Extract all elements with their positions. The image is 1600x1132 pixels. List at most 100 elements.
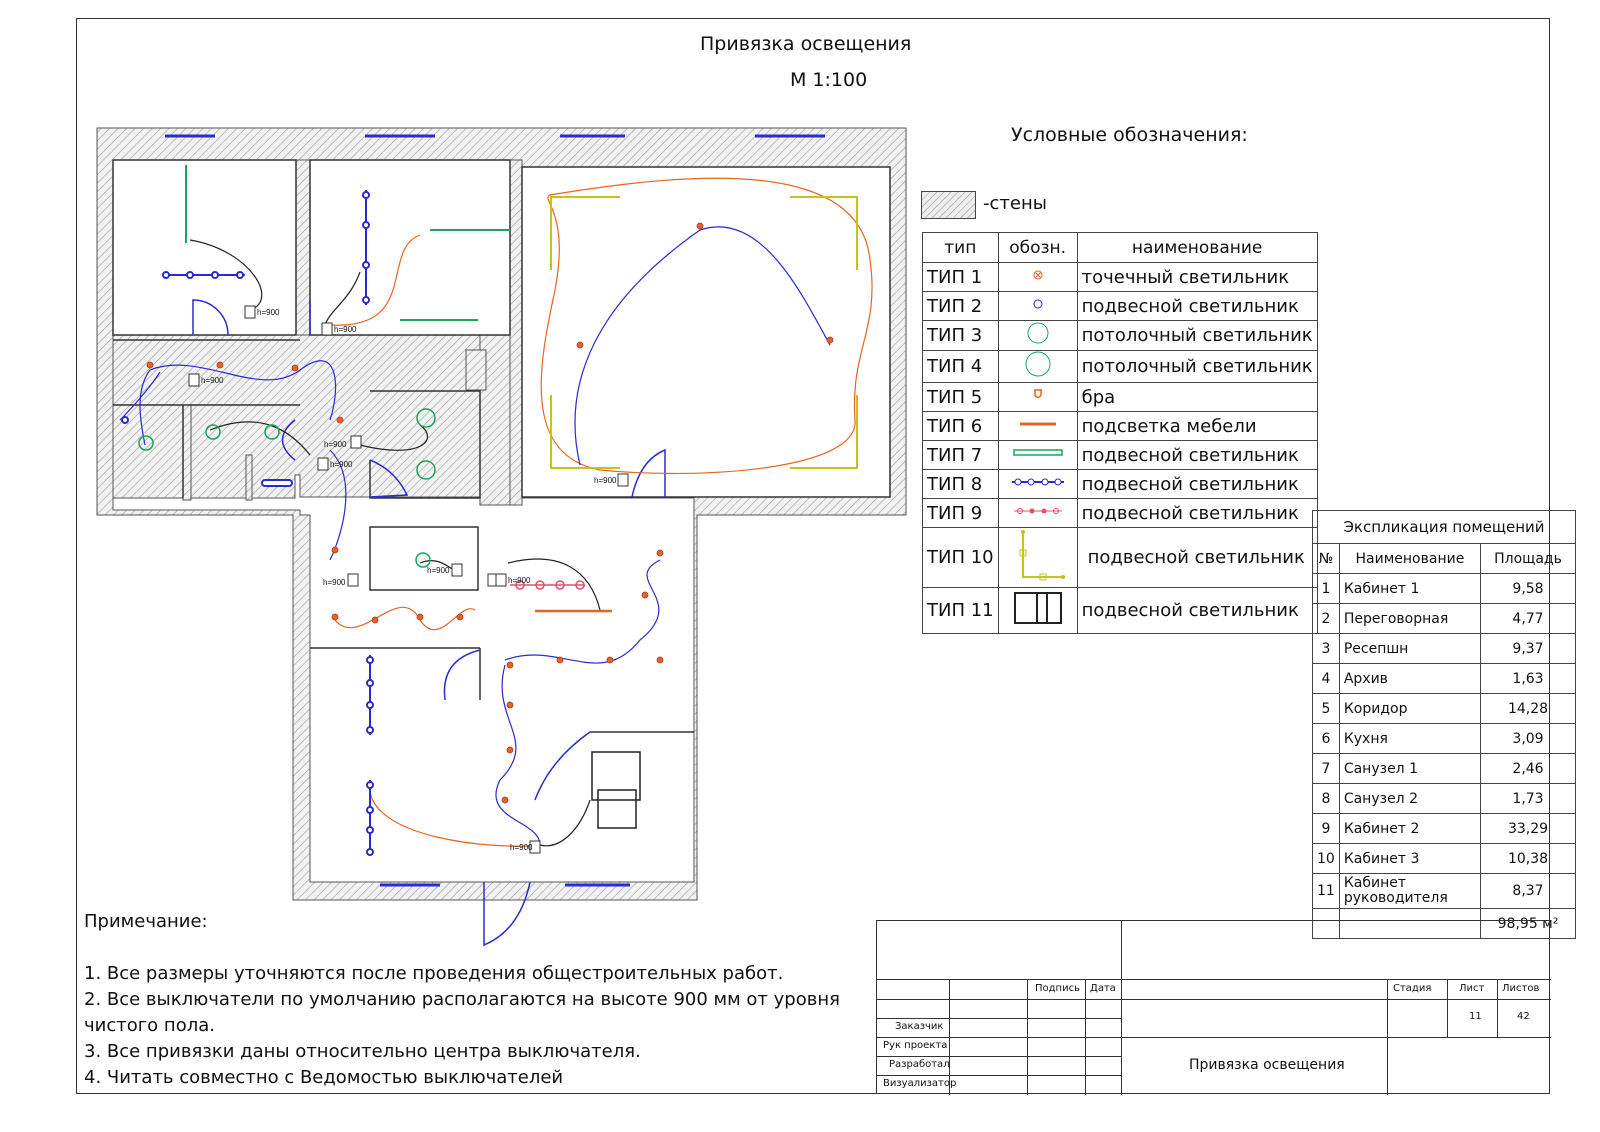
sconce-icon [1033, 388, 1042, 398]
legend-type: ТИП 7 [922, 440, 999, 470]
stamp-role-developer: Разработал [889, 1059, 950, 1070]
room-number: 3 [1312, 633, 1340, 664]
green-ceiling-lights [138, 408, 436, 568]
room-number: 8 [1312, 783, 1340, 814]
room-name: Кабинет 3 [1338, 843, 1482, 874]
legend-row: ТИП 2 подвесной светильник [922, 291, 1318, 321]
legend-type: ТИП 5 [922, 382, 999, 412]
legend-type: ТИП 3 [922, 320, 999, 351]
legend-type: ТИП 6 [922, 411, 999, 441]
legend-col-type: тип [922, 232, 999, 263]
room-number: 10 [1312, 843, 1340, 874]
note-item: 2. Все выключатели по умолчанию располаг… [84, 989, 840, 1036]
room-area: 8,37 [1480, 873, 1576, 909]
legend-name: подвесной светильник [1076, 469, 1318, 499]
explication-table: Экспликация помещений № Наименование Пло… [1312, 510, 1576, 939]
room-number: 5 [1312, 693, 1340, 724]
legend-name: подвесной светильник [1076, 291, 1318, 321]
room-name: Кабинет руководителя [1338, 873, 1482, 909]
stamp-listov-value: 42 [1517, 1011, 1530, 1022]
box-light-icon [1013, 592, 1062, 624]
legend-name: подвесной светильник [1076, 498, 1318, 528]
room-area: 9,37 [1480, 633, 1576, 664]
room-name: Кухня [1338, 723, 1482, 754]
legend-name: подвесной светильник [1076, 440, 1318, 470]
switches [188, 305, 629, 854]
legend-name: подвесной светильник [1076, 527, 1318, 588]
legend-name: бра [1076, 382, 1318, 412]
room-name: Кабинет 1 [1338, 573, 1482, 604]
legend-name: точечный светильник [1076, 262, 1318, 292]
interior-walls [112, 159, 891, 733]
legend-type: ТИП 2 [922, 291, 999, 321]
room-number: 1 [1312, 573, 1340, 604]
blue-linear-lights [121, 190, 374, 856]
ceiling-light-large-icon [1025, 351, 1051, 377]
room-number: 4 [1312, 663, 1340, 694]
legend-type: ТИП 1 [922, 262, 999, 292]
drawing-scale: М 1:100 [790, 69, 868, 91]
legend-title: Условные обозначения: [1011, 124, 1248, 146]
legend-row: ТИП 10 подвесной светильник [922, 527, 1318, 588]
switch-label: h=900 [323, 578, 346, 587]
linear-blue-light-icon [1011, 478, 1064, 485]
legend-type: ТИП 9 [922, 498, 999, 528]
room-area: 1,73 [1480, 783, 1576, 814]
legend-row: ТИП 5 бра [922, 382, 1318, 412]
legend-row: ТИП 8 подвесной светильник [922, 469, 1318, 499]
switch-label: h=900 [334, 325, 357, 334]
stamp-stadiya: Стадия [1393, 983, 1432, 994]
drawing-title: Привязка освещения [700, 33, 912, 55]
note-item: 1. Все размеры уточняются после проведен… [84, 963, 784, 984]
stamp-data: Дата [1090, 983, 1116, 994]
legend-name: потолочный светильник [1076, 350, 1318, 383]
switch-label: h=900 [330, 460, 353, 469]
walls-label: -стены [983, 193, 1047, 214]
walls-swatch [921, 191, 976, 219]
switch-label: h=900 [594, 476, 617, 485]
room-area: 3,09 [1480, 723, 1576, 754]
explication-col-area: Площадь [1480, 543, 1576, 574]
room-number: 2 [1312, 603, 1340, 634]
legend-type: ТИП 11 [922, 587, 999, 634]
room-area: 4,77 [1480, 603, 1576, 634]
title-block: Подпись Дата Стадия Лист Листов 11 42 За… [876, 920, 1551, 1095]
switch-label: h=900 [257, 308, 280, 317]
room-number: 6 [1312, 723, 1340, 754]
legend-type: ТИП 10 [922, 527, 999, 588]
note-item: 4. Читать совместно с Ведомостью выключа… [84, 1067, 564, 1088]
room-area: 33,29 [1480, 813, 1576, 844]
room-name: Переговорная [1338, 603, 1482, 634]
legend-row: ТИП 1 точечный светильник [922, 262, 1318, 292]
note-item: 3. Все привязки даны относительно центра… [84, 1041, 641, 1062]
legend-type: ТИП 8 [922, 469, 999, 499]
orange-spot-lights [146, 222, 834, 804]
windows [165, 134, 825, 887]
room-name: Санузел 1 [1338, 753, 1482, 784]
total-area: 98,95 м² [1480, 908, 1576, 939]
explication-col-name: Наименование [1338, 543, 1482, 574]
room-name: Ресепшн [1338, 633, 1482, 664]
legend-col-symbol: обозн. [997, 232, 1078, 263]
room-name: Архив [1338, 663, 1482, 694]
switch-label: h=900 [324, 440, 347, 449]
switch-label: h=900 [427, 566, 450, 575]
furniture-light-icon [1019, 422, 1056, 425]
explication-title: Экспликация помещений [1312, 510, 1576, 544]
stamp-listov: Листов [1502, 983, 1540, 994]
room-area: 10,38 [1480, 843, 1576, 874]
stamp-role-project-lead: Рук проекта [883, 1040, 948, 1051]
